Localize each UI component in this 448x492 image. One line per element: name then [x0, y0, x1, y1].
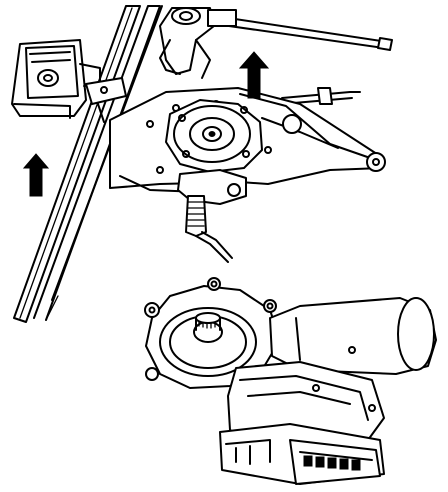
window-glass-guide-rail [13, 5, 163, 323]
regulator-cable [214, 15, 393, 105]
direction-arrow-right [238, 51, 270, 99]
window-regulator-motor-removed [144, 277, 437, 485]
rail-clamp [85, 77, 127, 123]
window-glass-clip [11, 39, 101, 119]
direction-arrow-left [22, 153, 50, 197]
window-regulator-motor-installed [109, 87, 386, 205]
upper-pulley-bracket [159, 7, 237, 79]
electrical-connector-lead [185, 195, 233, 263]
